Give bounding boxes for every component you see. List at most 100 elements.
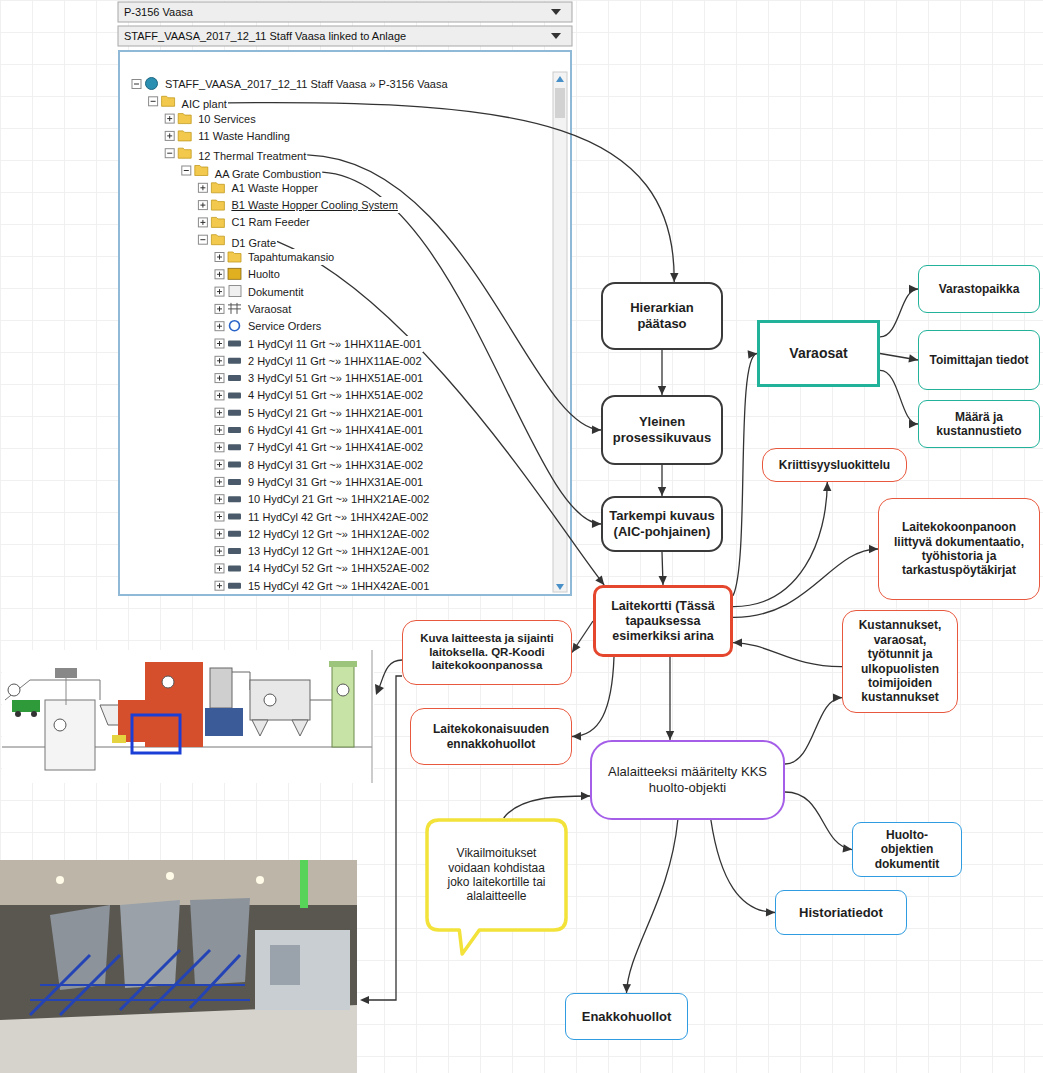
folder-icon (228, 252, 241, 262)
connector (733, 350, 757, 596)
node-text: Toimittajan tiedot (929, 353, 1028, 367)
device-icon (228, 548, 241, 554)
folder-icon (211, 217, 224, 227)
arrow-head (909, 420, 918, 428)
expander-box (215, 581, 224, 590)
connector-line (228, 103, 674, 282)
cost-icon (230, 321, 240, 331)
callout-circle (264, 694, 276, 706)
connector (228, 103, 679, 282)
crane (55, 668, 77, 678)
expander-box (149, 97, 158, 106)
expander-sign (134, 84, 139, 85)
node-text: Yleinen prosessikuvaus (609, 414, 715, 445)
folder-icon (178, 131, 191, 141)
expander-box (215, 322, 224, 331)
lamp (166, 872, 174, 880)
arrow-head (843, 844, 853, 852)
tree-row: 5 HydCyl 21 Grt ~» 1HHX21AE-001 (247, 405, 424, 421)
expander-box (215, 391, 224, 400)
hierarchy-box: Tarkempi kuvaus (AIC-pohjainen) (601, 496, 723, 552)
arrow-head (908, 354, 918, 362)
scrollbar (553, 72, 567, 592)
tree-area (119, 51, 571, 595)
bubble-shape (427, 820, 566, 954)
spare-parts-detail: Toimittajan tiedot (918, 330, 1040, 390)
tree-row: 15 HydCyl 42 Grt ~» 1HHX42AE-001 (247, 578, 430, 594)
leader-line (368, 676, 402, 1000)
connector (572, 657, 614, 741)
card-attribute: Kriittisyysluokittelu (762, 448, 907, 482)
folder-icon (211, 200, 224, 210)
arrow-head (833, 694, 842, 702)
connector-line (669, 657, 670, 740)
expander-box (215, 512, 224, 521)
boiler-pass (210, 668, 232, 708)
expander-sign (219, 306, 220, 311)
device-icon (228, 410, 241, 416)
connector (658, 465, 666, 496)
expander-sign (200, 239, 205, 240)
expander-box (215, 287, 224, 296)
expander-box (165, 131, 174, 140)
tree-item: AIC plant (181, 93, 228, 112)
arrow-head (572, 643, 581, 653)
leader-line (379, 660, 402, 688)
connector (733, 639, 842, 667)
plant-schematic (2, 650, 374, 783)
connector (785, 792, 852, 853)
node-text: Tarkempi kuvaus (AIC-pohjainen) (609, 508, 715, 539)
folder-icon (162, 96, 175, 106)
tree-row: 6 HydCyl 41 Grt ~» 1HHX41AE-001 (247, 422, 424, 438)
tree-item-text: 12 Thermal Treatment (197, 150, 307, 162)
expander-box (215, 339, 224, 348)
dropdown-arrow (551, 9, 561, 15)
tree-row: 11 HydCyl 42 Grt ~» 1HHX42AE-002 (247, 509, 429, 525)
expander-sign (169, 133, 170, 138)
picture-leaders (360, 660, 402, 1004)
node-text: Laitekortti (Tässä tapauksessa esimerkik… (602, 599, 724, 644)
tree-row: Varaosat (247, 301, 292, 317)
folder-icon (178, 114, 191, 124)
tree-item: 12 Thermal Treatment (197, 145, 307, 164)
tree-row: 10 HydCyl 21 Grt ~» 1HHX21AE-002 (247, 491, 430, 507)
truck (12, 700, 40, 712)
tree-row: Huolto (247, 266, 281, 282)
dropdown-bar (118, 2, 572, 22)
wheel (15, 711, 21, 717)
stack-cap (329, 661, 357, 667)
expander-sign (219, 583, 220, 588)
hopper (50, 905, 110, 990)
expander-sign (219, 549, 220, 554)
arrow-head (572, 732, 581, 740)
expander-box (198, 201, 207, 210)
flue-duct (232, 672, 250, 690)
expander-sign (219, 358, 220, 363)
dropdown-arrow (551, 33, 561, 39)
connector (785, 694, 842, 765)
expander-sign (219, 376, 220, 381)
arrow-head (823, 482, 831, 491)
expander-box (215, 408, 224, 417)
connector-line (504, 796, 590, 818)
callout-circle (162, 676, 174, 688)
hierarchy-box: Hierarkian päätaso (601, 282, 723, 350)
folder-icon (211, 235, 224, 245)
expander-sign (219, 393, 220, 398)
expander-sign (219, 445, 220, 450)
expander-sign (167, 153, 172, 154)
expander-sign (219, 531, 220, 536)
expander-box (215, 356, 224, 365)
connector-line (880, 289, 918, 337)
tree-row: 9 HydCyl 31 Grt ~» 1HHX31AE-001 (247, 474, 424, 490)
expander-box (215, 443, 224, 452)
lamp (56, 876, 64, 884)
tree-row: 1 HydCyl 11 Grt ~» 1HHX11AE-001 (247, 336, 423, 352)
building-outline (5, 680, 100, 700)
device-icon (228, 583, 241, 589)
machine (255, 930, 350, 1010)
folder-icon (195, 166, 208, 176)
connector-line (733, 482, 827, 607)
expander-sign (219, 514, 220, 519)
connector (659, 552, 667, 585)
